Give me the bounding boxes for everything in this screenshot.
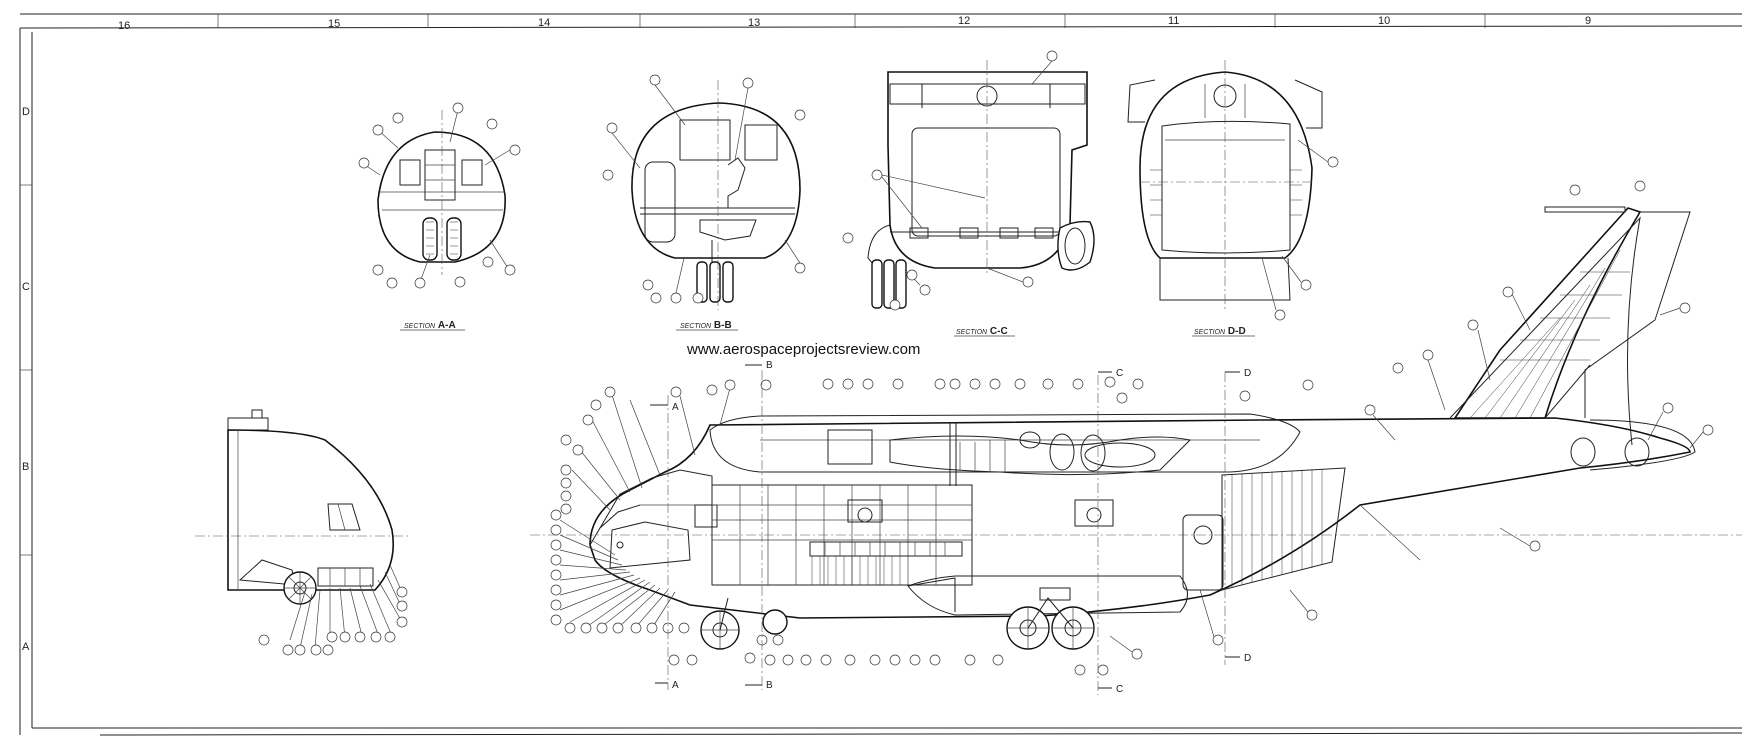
cut-marker-d-bottom: D [1244, 653, 1251, 664]
zone-a: A [22, 641, 30, 653]
tail-fin [1449, 206, 1691, 446]
zone-13: 13 [748, 17, 760, 29]
section-c-c-view: SECTION C-C [842, 50, 1095, 337]
cargo-floor-structure [711, 484, 973, 586]
section-d-d-view: SECTION D-D [1127, 60, 1339, 337]
zone-10: 10 [1378, 15, 1390, 27]
side-elevation-view: B B A A C C D D [530, 180, 1742, 695]
zone-labels-left: D C B A [22, 106, 30, 653]
section-cut-labels: B B A A C C D D [672, 360, 1251, 695]
cut-marker-a-top: A [672, 402, 679, 413]
section-d-d-caption: SECTION D-D [1194, 326, 1246, 337]
nose-landing-gear [700, 597, 788, 650]
aft-hatched-structure [1221, 467, 1346, 591]
wing-fairing [709, 413, 1301, 473]
cut-marker-b-bottom: B [766, 680, 773, 691]
zone-d: D [22, 106, 30, 118]
zone-16: 16 [118, 20, 130, 32]
watermark-url: www.aerospaceprojectsreview.com [686, 341, 920, 358]
section-b-b-caption: SECTION B-B [680, 320, 732, 331]
cut-marker-c-top: C [1116, 368, 1123, 379]
zone-12: 12 [958, 15, 970, 27]
section-b-b-view: SECTION B-B [602, 74, 806, 331]
nose-detail-view [195, 409, 408, 656]
zone-labels-top: 16 15 14 13 12 11 10 9 [118, 15, 1591, 32]
zone-14: 14 [538, 17, 550, 29]
zone-11: 11 [1168, 15, 1179, 27]
cut-marker-b-top: B [766, 360, 773, 371]
callout-bubbles [550, 180, 1714, 676]
drawing-border [19, 13, 1742, 736]
zone-15: 15 [328, 18, 340, 30]
zone-b: B [22, 461, 29, 473]
cut-marker-a-bottom: A [672, 680, 679, 691]
fuselage-outline [589, 417, 1691, 619]
main-landing-gear [1006, 587, 1095, 650]
cut-marker-d-top: D [1244, 368, 1251, 379]
section-c-c-caption: SECTION C-C [956, 326, 1008, 337]
zone-9: 9 [1585, 15, 1591, 27]
section-a-a-caption: SECTION A-A [404, 320, 456, 331]
cut-marker-c-bottom: C [1116, 684, 1123, 695]
zone-c: C [22, 281, 30, 293]
section-cut-lines [650, 364, 1240, 695]
section-a-a-view: SECTION A-A [358, 102, 521, 331]
